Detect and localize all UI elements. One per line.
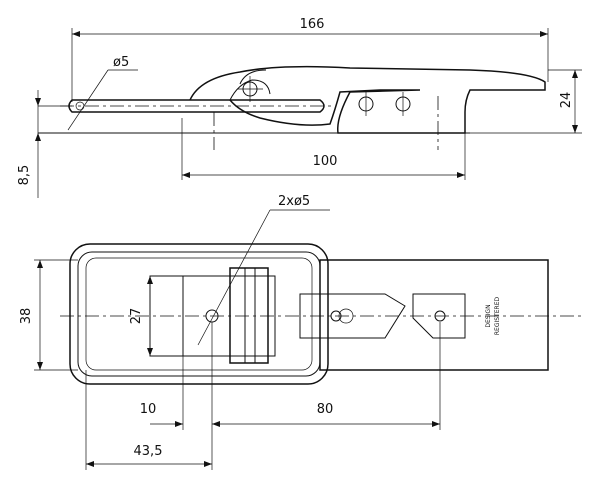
dim-bottom-holes: 2xø5 bbox=[278, 194, 310, 209]
dim-bottom-span: 80 bbox=[317, 402, 334, 417]
dim-bottom-base: 43,5 bbox=[134, 444, 163, 459]
dim-bottom-width: 38 bbox=[19, 308, 34, 325]
dim-top-offset: 8,5 bbox=[17, 165, 32, 186]
dim-top-hole: ø5 bbox=[113, 55, 129, 70]
dim-top-height: 24 bbox=[559, 92, 574, 109]
dim-top-span: 100 bbox=[313, 154, 338, 169]
plan-view: DESIGN REGISTERED 2xø5 38 27 10 80 bbox=[19, 194, 585, 470]
dim-bottom-offset: 10 bbox=[140, 402, 157, 417]
design-label: DESIGN bbox=[485, 304, 492, 327]
dim-top-length: 166 bbox=[300, 17, 325, 32]
side-view: 166 ø5 24 8,5 100 bbox=[17, 17, 582, 198]
dim-bottom-inner: 27 bbox=[129, 308, 144, 325]
registered-label: REGISTERED bbox=[494, 297, 501, 336]
